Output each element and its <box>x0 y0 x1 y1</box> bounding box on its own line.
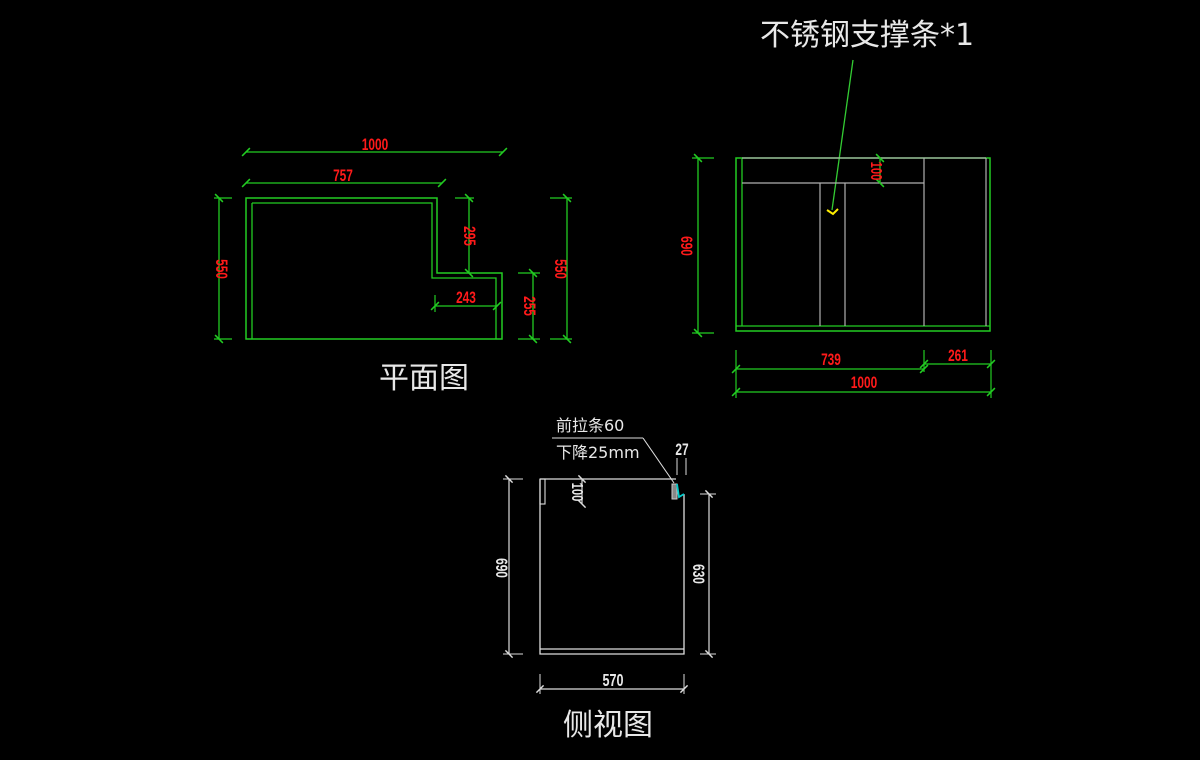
side-back-rail <box>539 478 546 505</box>
side-front-rail <box>671 483 678 500</box>
side-dim-630: 630 <box>688 564 707 584</box>
side-view-title: 侧视图 <box>563 708 653 743</box>
front-dim-261: 261 <box>948 347 968 366</box>
front-view: 100 690 739 261 1000 <box>676 153 996 398</box>
support-strip-annotation: 不锈钢支撑条*1 <box>760 18 974 53</box>
plan-dim-757: 757 <box>333 167 353 186</box>
plan-outline-inner <box>251 202 497 339</box>
plan-outline-outer <box>245 197 503 340</box>
plan-dim-295: 295 <box>459 226 478 246</box>
side-dim-27: 27 <box>675 441 688 460</box>
front-dim-1000: 1000 <box>851 374 877 393</box>
front-dim-739: 739 <box>821 351 841 370</box>
plan-dim-1000: 1000 <box>362 136 388 155</box>
plan-dim-550-right: 550 <box>550 259 569 279</box>
side-note-line2: 下降25mm <box>556 443 640 462</box>
plan-dim-550-left: 550 <box>211 259 230 279</box>
annotation-leader-line <box>831 59 854 211</box>
side-dim-690: 690 <box>491 558 510 578</box>
front-dim-100: 100 <box>868 162 887 181</box>
leader-marker <box>826 208 839 216</box>
side-dim-100: 100 <box>569 483 588 502</box>
plan-dim-243: 243 <box>456 289 476 308</box>
side-outline <box>539 478 685 655</box>
front-outline-outer <box>735 157 991 332</box>
plan-view: 1000 757 550 295 243 255 550 平面图 <box>211 136 572 396</box>
side-dim-570: 570 <box>603 671 624 691</box>
side-note-leader <box>642 437 675 484</box>
plan-dim-255: 255 <box>519 296 538 316</box>
front-dim-690: 690 <box>676 236 695 256</box>
side-view: 前拉条60 下降25mm 27 100 690 630 570 侧视图 <box>491 416 716 743</box>
side-note-line1: 前拉条60 <box>556 416 624 435</box>
plan-view-title: 平面图 <box>379 361 469 396</box>
side-rail-bracket <box>676 483 685 499</box>
